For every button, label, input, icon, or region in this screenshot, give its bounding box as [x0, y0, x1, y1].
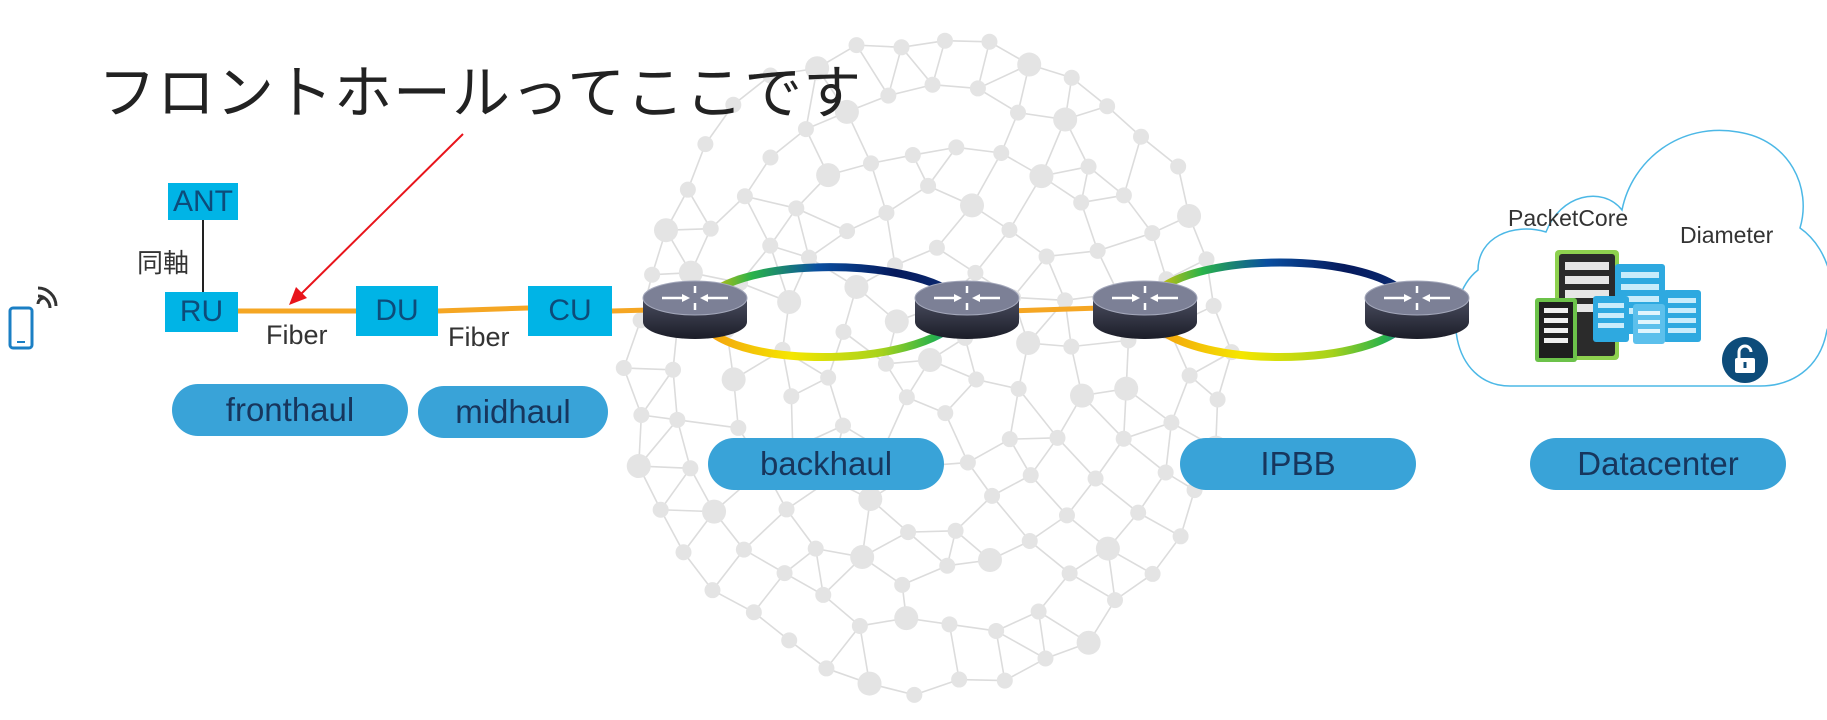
router-icon[interactable] [1362, 278, 1472, 344]
pointer-arrow-line [299, 133, 464, 296]
ant-node[interactable]: ANT [168, 183, 238, 220]
fiber-label-fronthaul: Fiber [266, 320, 328, 350]
pointer-arrow-head [289, 287, 307, 305]
fiber-line-backhaul-ipbb [1009, 305, 1101, 314]
ipbb-pill: IPBB [1180, 438, 1416, 490]
cloud-icon [1454, 129, 1827, 387]
ru-node[interactable]: RU [165, 292, 238, 332]
router-icon[interactable] [640, 278, 750, 344]
du-node[interactable]: DU [356, 286, 438, 336]
server-rack-icon [1535, 250, 1701, 362]
mobile-phone-icon [8, 286, 58, 350]
fiber-label-midhaul: Fiber [448, 322, 510, 352]
midhaul-pill: midhaul [418, 386, 608, 438]
backhaul-pill: backhaul [708, 438, 944, 490]
wifi-signal-icon [36, 286, 58, 309]
cu-node[interactable]: CU [528, 286, 612, 336]
diameter-label: Diameter [1680, 222, 1774, 248]
fiber-line-du-cu [437, 305, 529, 314]
fronthaul-pill: fronthaul [172, 384, 408, 436]
router-icon[interactable] [912, 278, 1022, 344]
coax-label: 同軸 [137, 249, 190, 279]
packetcore-label: PacketCore [1508, 205, 1629, 231]
router-icon[interactable] [1090, 278, 1200, 344]
page-title: フロントホールってここです [98, 59, 863, 127]
datacenter-pill: Datacenter [1530, 438, 1786, 490]
lock-icon [1722, 337, 1768, 383]
